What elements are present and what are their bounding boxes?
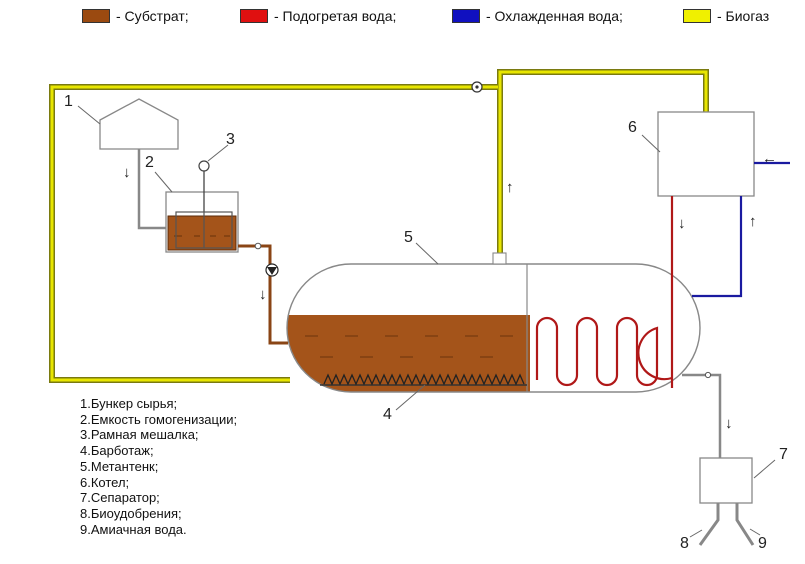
ammonia-water-outlet [735,503,755,546]
leader-lines [77,105,776,538]
label-5: 5 [404,229,413,246]
legend-label-cold-water: - Охлажденная вода; [486,8,623,24]
label-7: 7 [779,446,788,463]
heating-coil [535,316,673,387]
flow-arrow-down-icon: ↓ [725,415,733,432]
outlet-valve-icon [704,371,712,379]
biofertilizer-outlet [698,503,720,546]
legend-label-hot-water: - Подогретая вода; [274,8,397,24]
caption-item: 6.Котел; [80,474,130,490]
caption-item: 7.Сепаратор; [80,490,160,506]
gas-valve-icon [471,81,483,93]
label-8: 8 [680,535,689,552]
label-4: 4 [383,406,392,423]
label-9: 9 [758,535,767,552]
caption-item: 8.Биоудобрения; [80,505,182,521]
label-2: 2 [145,154,154,171]
caption-item: 4.Барботаж; [80,443,154,459]
caption-item: 3.Рамная мешалка; [80,427,199,443]
legend-biogas: - Биогаз [683,8,769,24]
label-3: 3 [226,131,235,148]
flow-arrow-down-icon: ↓ [259,286,267,303]
boiler [657,111,755,197]
frame-mixer [175,160,233,249]
biogas-pipe [49,69,709,383]
caption-item: 5.Метантенк; [80,458,159,474]
substrate-feed-pipe [238,244,288,345]
caption-item: 1.Бункер сырья; [80,396,178,411]
legend-swatch-substrate [82,9,110,23]
feed-valve-icon [254,242,262,250]
legend-hot-water: - Подогретая вода; [240,8,396,24]
legend-swatch-hot-water [240,9,268,23]
pump-icon [265,263,279,277]
separator [699,457,753,504]
homogenization-tank [165,191,239,253]
label-6: 6 [628,119,637,136]
raw-material-bunker [99,98,179,150]
legend-substrate: - Субстрат; [82,8,189,24]
caption-item: 2.Емкость гомогенизации; [80,411,238,427]
gas-dome [492,252,507,265]
legend-label-biogas: - Биогаз [717,8,770,24]
cold-water-return-pipe [692,196,743,298]
flow-arrow-down-icon: ↓ [123,164,131,181]
legend-cold-water: - Охлажденная вода; [452,8,623,24]
legend-label-substrate: - Субстрат; [116,8,189,24]
legend-swatch-biogas [683,9,711,23]
flow-arrow-left-icon: ← [762,150,777,167]
label-1: 1 [64,93,73,110]
legend-swatch-cold-water [452,9,480,23]
caption-item: 9.Амиачная вода. [80,521,187,537]
flow-arrow-down-icon: ↓ [678,215,686,232]
digestate-outlet-pipe [682,373,722,458]
barbotage [320,373,527,386]
bunker-feed-pipe [137,149,168,230]
flow-arrow-up-icon: ↑ [506,179,514,196]
flow-arrow-up-icon: ↑ [749,213,757,230]
component-captions: 1.Бункер сырья; 2.Емкость гомогенизации;… [80,396,237,537]
